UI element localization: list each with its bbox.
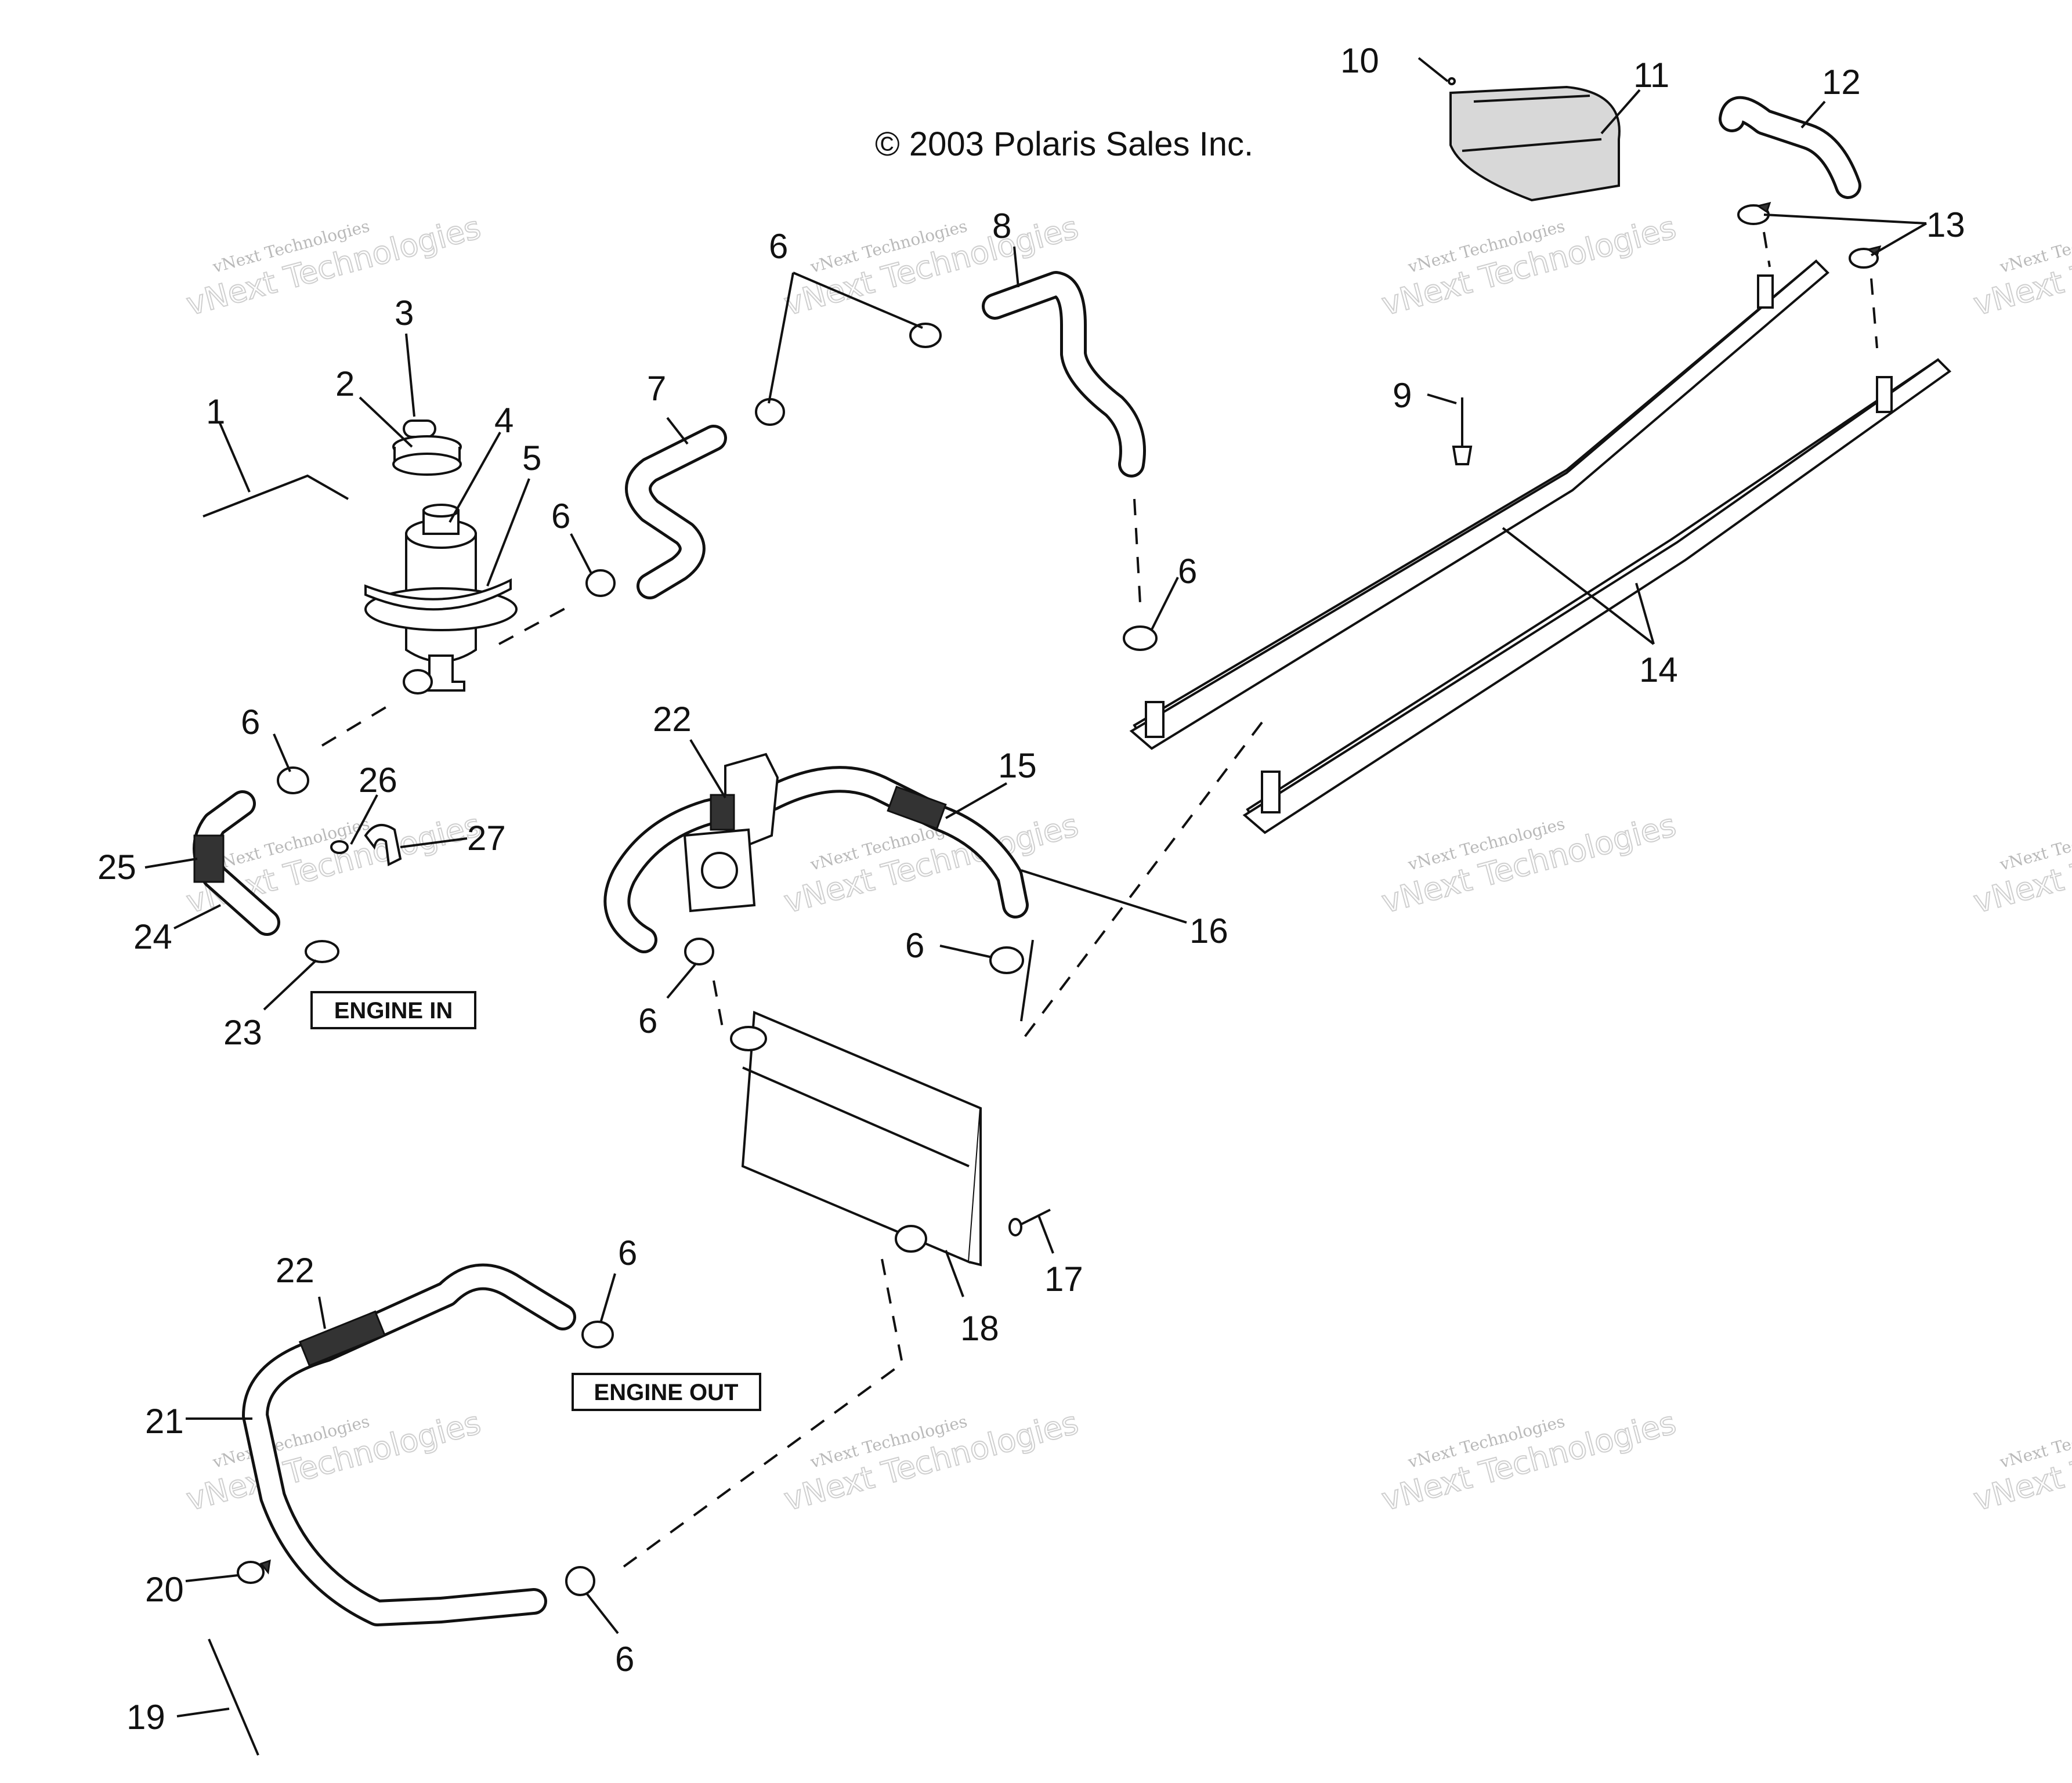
part-20-clamp [237, 1559, 271, 1584]
callout-24: 24 [133, 917, 172, 956]
part-10-screw [1448, 77, 1456, 85]
callout-21: 21 [145, 1402, 184, 1441]
engine-out-text: ENGINE OUT [594, 1380, 739, 1405]
callout-20: 20 [145, 1570, 184, 1609]
part-27-bracket [364, 824, 402, 867]
watermark: vNext Technologies vNext Technologies [1969, 208, 2072, 323]
part-12-hose [1719, 96, 1861, 199]
callout-7: 7 [647, 369, 666, 408]
part-11-cover [1449, 85, 1621, 202]
part-13-clamp [1737, 201, 1771, 225]
part-6-clamp [684, 938, 714, 965]
part-18-radiator [730, 1011, 982, 1267]
callout-6c: 6 [1178, 552, 1197, 591]
watermark: vNext Technologies vNext Technologies [1377, 208, 1680, 323]
callout-18: 18 [960, 1309, 999, 1348]
callout-8: 8 [992, 207, 1011, 245]
part-7-hose [625, 425, 727, 599]
callout-4: 4 [494, 401, 514, 440]
watermark-layer: vNext Technologies vNext Technologies vN… [182, 208, 2072, 1518]
callout-23: 23 [223, 1013, 262, 1052]
callout-6b: 6 [551, 497, 570, 536]
watermark: vNext Technologies vNext Technologies [1377, 806, 1680, 921]
callout-13: 13 [1926, 205, 1965, 244]
watermark: vNext Technologies vNext Technologies [1969, 806, 2072, 921]
callout-16: 16 [1189, 912, 1228, 950]
copyright-notice: © 2003 Polaris Sales Inc. [875, 125, 1253, 163]
part-25-corrugated-section [193, 834, 225, 883]
callouts: 1 2 3 4 5 6 6 6 6 6 6 6 6 7 8 9 10 11 12… [97, 41, 1965, 1737]
part-6-clamp [277, 766, 309, 794]
engine-in-label: ENGINE IN [310, 991, 476, 1029]
watermark: vNext Technologies vNext Technologies [780, 1404, 1083, 1518]
callout-25: 25 [97, 848, 136, 887]
part-23-clamp [305, 940, 339, 963]
engine-in-text: ENGINE IN [334, 998, 453, 1023]
watermark: vNext Technologies vNext Technologies [182, 208, 485, 323]
part-26-washer [330, 840, 349, 854]
part-6-clamp [1123, 625, 1158, 651]
engine-out-label: ENGINE OUT [572, 1373, 761, 1411]
part-5-bracket-clamp [364, 578, 512, 611]
watermark: vNext Technologies vNext Technologies [1969, 1404, 2072, 1518]
callout-12: 12 [1822, 63, 1861, 102]
callout-6g: 6 [618, 1234, 637, 1272]
part-14-heat-exchanger-front [1129, 259, 1829, 750]
watermark: vNext Technologies vNext Technologies [1377, 1404, 1680, 1518]
part-15-bellows-coupler [887, 786, 947, 830]
callout-14: 14 [1639, 650, 1678, 689]
callout-6h: 6 [615, 1640, 634, 1679]
callout-11: 11 [1633, 56, 1669, 95]
callout-6e: 6 [638, 1001, 657, 1040]
part-6-clamp [565, 1566, 595, 1596]
callout-10: 10 [1340, 41, 1379, 80]
part-2-pressure-cap [392, 435, 462, 476]
callout-27: 27 [467, 819, 506, 858]
part-17-rivet [1008, 1209, 1051, 1236]
part-3-seal [403, 419, 436, 438]
part-19-rod [208, 1639, 259, 1756]
flow-lines [321, 232, 1878, 1568]
callout-9: 9 [1393, 376, 1412, 415]
callout-26: 26 [359, 761, 397, 800]
leader-lines [144, 57, 1928, 1717]
callout-6a: 6 [769, 227, 788, 266]
callout-17: 17 [1044, 1260, 1083, 1299]
part-6-clamp [989, 946, 1024, 974]
part-13-clamp [1849, 245, 1882, 269]
part-9-rivet [1452, 397, 1473, 465]
callout-15: 15 [998, 746, 1037, 785]
callout-5: 5 [522, 439, 541, 478]
part-22-thermostat-housing [683, 753, 779, 913]
callout-3: 3 [395, 294, 414, 332]
watermark: vNext Technologies vNext Technologies [182, 1404, 485, 1518]
part-22-corrugated-section [298, 1310, 386, 1367]
callout-22a: 22 [653, 700, 692, 739]
part-1-rod [203, 474, 349, 518]
callout-6f: 6 [905, 926, 924, 965]
part-6-clamp [581, 1321, 614, 1348]
callout-19: 19 [126, 1698, 165, 1737]
callout-6d: 6 [241, 703, 260, 742]
part-8-hose [982, 271, 1146, 478]
part-6-clamp [909, 323, 942, 348]
part-14-heat-exchanger-rear [1242, 358, 1952, 834]
callout-22b: 22 [276, 1251, 314, 1290]
callout-2: 2 [335, 364, 355, 403]
part-21-hose [242, 1263, 576, 1626]
callout-1: 1 [206, 392, 225, 431]
part-6-clamp [585, 569, 616, 597]
